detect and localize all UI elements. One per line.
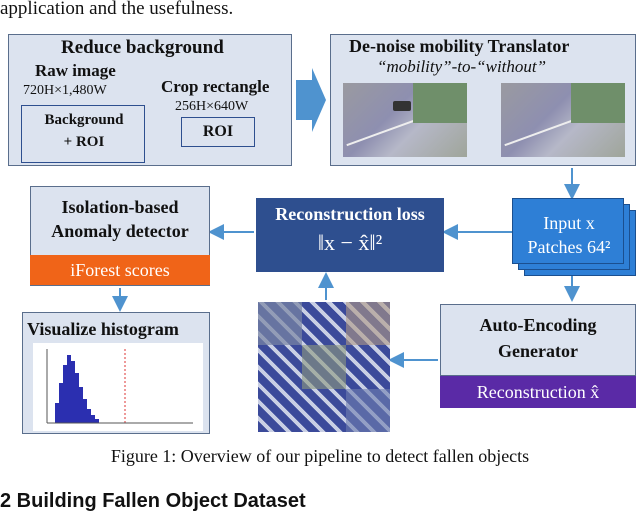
histogram-title: Visualize histogram bbox=[27, 319, 179, 339]
isolation-line1: Isolation-based bbox=[61, 197, 179, 217]
roi-box: ROI bbox=[181, 117, 255, 147]
road-image-denoised bbox=[501, 83, 625, 157]
crop-dims: 256H×640W bbox=[175, 99, 249, 114]
histogram-plot bbox=[33, 343, 203, 431]
reduce-background-title: Reduce background bbox=[61, 37, 224, 58]
reconstruction-bar: Reconstruction x̂ bbox=[440, 376, 636, 408]
input-x-label: Input x bbox=[543, 213, 595, 233]
crop-rectangle-label: Crop rectangle bbox=[161, 77, 270, 96]
background-label: Background bbox=[44, 112, 124, 128]
histogram-bars bbox=[55, 355, 99, 423]
big-right-arrow bbox=[296, 68, 326, 132]
road-image-with-object bbox=[343, 83, 467, 157]
patches-label: Patches 64² bbox=[527, 237, 611, 257]
reconstruction-loss-box: Reconstruction loss ‖x − x̂‖² bbox=[256, 198, 444, 272]
denoise-panel: De-noise mobility Translator “mobility”-… bbox=[330, 34, 636, 166]
denoise-subtitle: “mobility”-to-“without” bbox=[377, 57, 547, 76]
autoencoder-line2: Generator bbox=[498, 341, 578, 361]
isolation-line2: Anomaly detector bbox=[51, 221, 189, 241]
roi-label: ROI bbox=[202, 123, 234, 140]
reconstruction-label: Reconstruction x̂ bbox=[476, 382, 600, 402]
denoise-title: De-noise mobility Translator bbox=[349, 36, 570, 56]
raw-image-dims: 720H×1,480W bbox=[23, 83, 107, 98]
input-patches-box: Input x Patches 64² bbox=[512, 198, 624, 264]
iforest-scores-bar: iForest scores bbox=[30, 255, 210, 285]
reconstruction-loss-title: Reconstruction loss bbox=[275, 204, 425, 224]
reconstruction-mosaic bbox=[258, 302, 390, 432]
reduce-background-panel: Reduce background Raw image 720H×1,480W … bbox=[8, 34, 292, 166]
iforest-scores-label: iForest scores bbox=[70, 260, 170, 280]
plus-roi-label: + ROI bbox=[63, 134, 105, 150]
raw-image-label: Raw image bbox=[35, 61, 116, 80]
autoencoder-line1: Auto-Encoding bbox=[479, 315, 597, 335]
histogram-panel: Visualize histogram bbox=[22, 312, 210, 434]
figure-caption: Figure 1: Overview of our pipeline to de… bbox=[110, 446, 530, 466]
background-roi-box: Background + ROI bbox=[21, 105, 145, 163]
top-text: application and the usefulness. bbox=[0, 0, 234, 19]
autoencoder-panel: Auto-Encoding Generator bbox=[440, 304, 636, 376]
isolation-detector-panel: Isolation-based Anomaly detector iForest… bbox=[30, 186, 210, 286]
reconstruction-loss-formula: ‖x − x̂‖² bbox=[317, 230, 383, 255]
